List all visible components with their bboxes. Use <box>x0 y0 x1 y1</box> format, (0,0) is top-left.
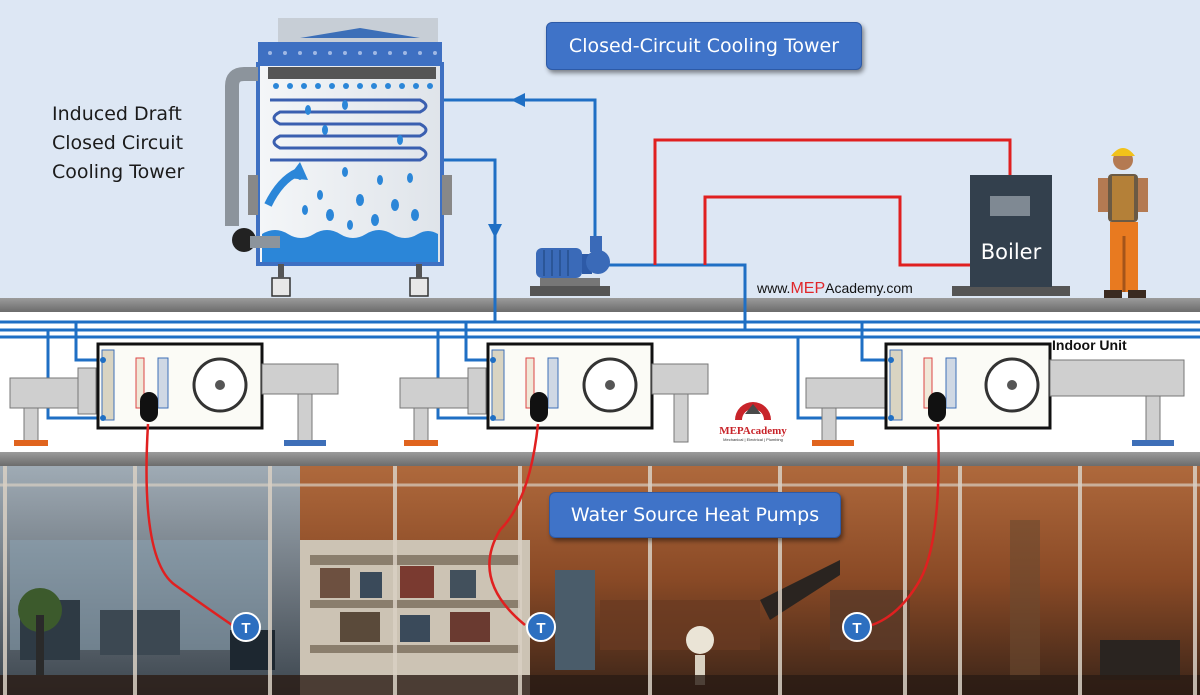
heat-pump-unit-1 <box>9 342 339 446</box>
title-banner: Closed-Circuit Cooling Tower <box>546 22 862 70</box>
ceiling-slab <box>0 452 1200 466</box>
title-text: Closed-Circuit Cooling Tower <box>568 35 840 57</box>
heat-pumps-text: Water Source Heat Pumps <box>570 504 820 526</box>
website-accent: MEP <box>790 280 826 297</box>
boiler-label: Boiler <box>980 240 1042 264</box>
flow-arrow-down <box>488 224 502 238</box>
thermostat-3: T <box>842 612 872 642</box>
thermostat-1: T <box>231 612 261 642</box>
boiler-pipes <box>653 138 1012 267</box>
roof-slab <box>0 298 1200 312</box>
mepacademy-logo-icon <box>735 402 771 420</box>
flow-arrow-left <box>511 93 525 107</box>
cooling-tower <box>225 18 452 297</box>
website-suffix: Academy.com <box>825 280 913 296</box>
website-prefix: www. <box>757 280 791 296</box>
thermostat-wires <box>145 423 940 627</box>
thermostat-1-label: T <box>241 620 250 637</box>
thermostat-2: T <box>526 612 556 642</box>
boiler <box>952 175 1070 296</box>
heat-pump-unit-2 <box>399 342 709 446</box>
tower-caption-line-3: Cooling Tower <box>52 161 185 183</box>
website-link[interactable]: www.MEPAcademy.com <box>757 280 913 298</box>
logo-name: MEPAcademy <box>719 425 787 437</box>
thermostat-2-label: T <box>536 620 545 637</box>
pump <box>530 236 610 296</box>
worker-figure <box>1098 148 1148 298</box>
tower-caption-line-1: Induced Draft <box>52 103 182 125</box>
indoor-unit-label: Indoor Unit <box>1052 337 1127 353</box>
heat-pumps-banner: Water Source Heat Pumps <box>549 492 841 538</box>
tower-caption-line-2: Closed Circuit <box>52 132 184 154</box>
heat-pump-unit-3 <box>805 342 1185 446</box>
water-loop-pipes <box>0 98 1200 420</box>
tower-caption: Induced Draft Closed Circuit Cooling Tow… <box>52 100 232 187</box>
thermostat-3-label: T <box>852 620 861 637</box>
logo-tagline: Mechanical | Electrical | Plumbing <box>723 437 783 442</box>
